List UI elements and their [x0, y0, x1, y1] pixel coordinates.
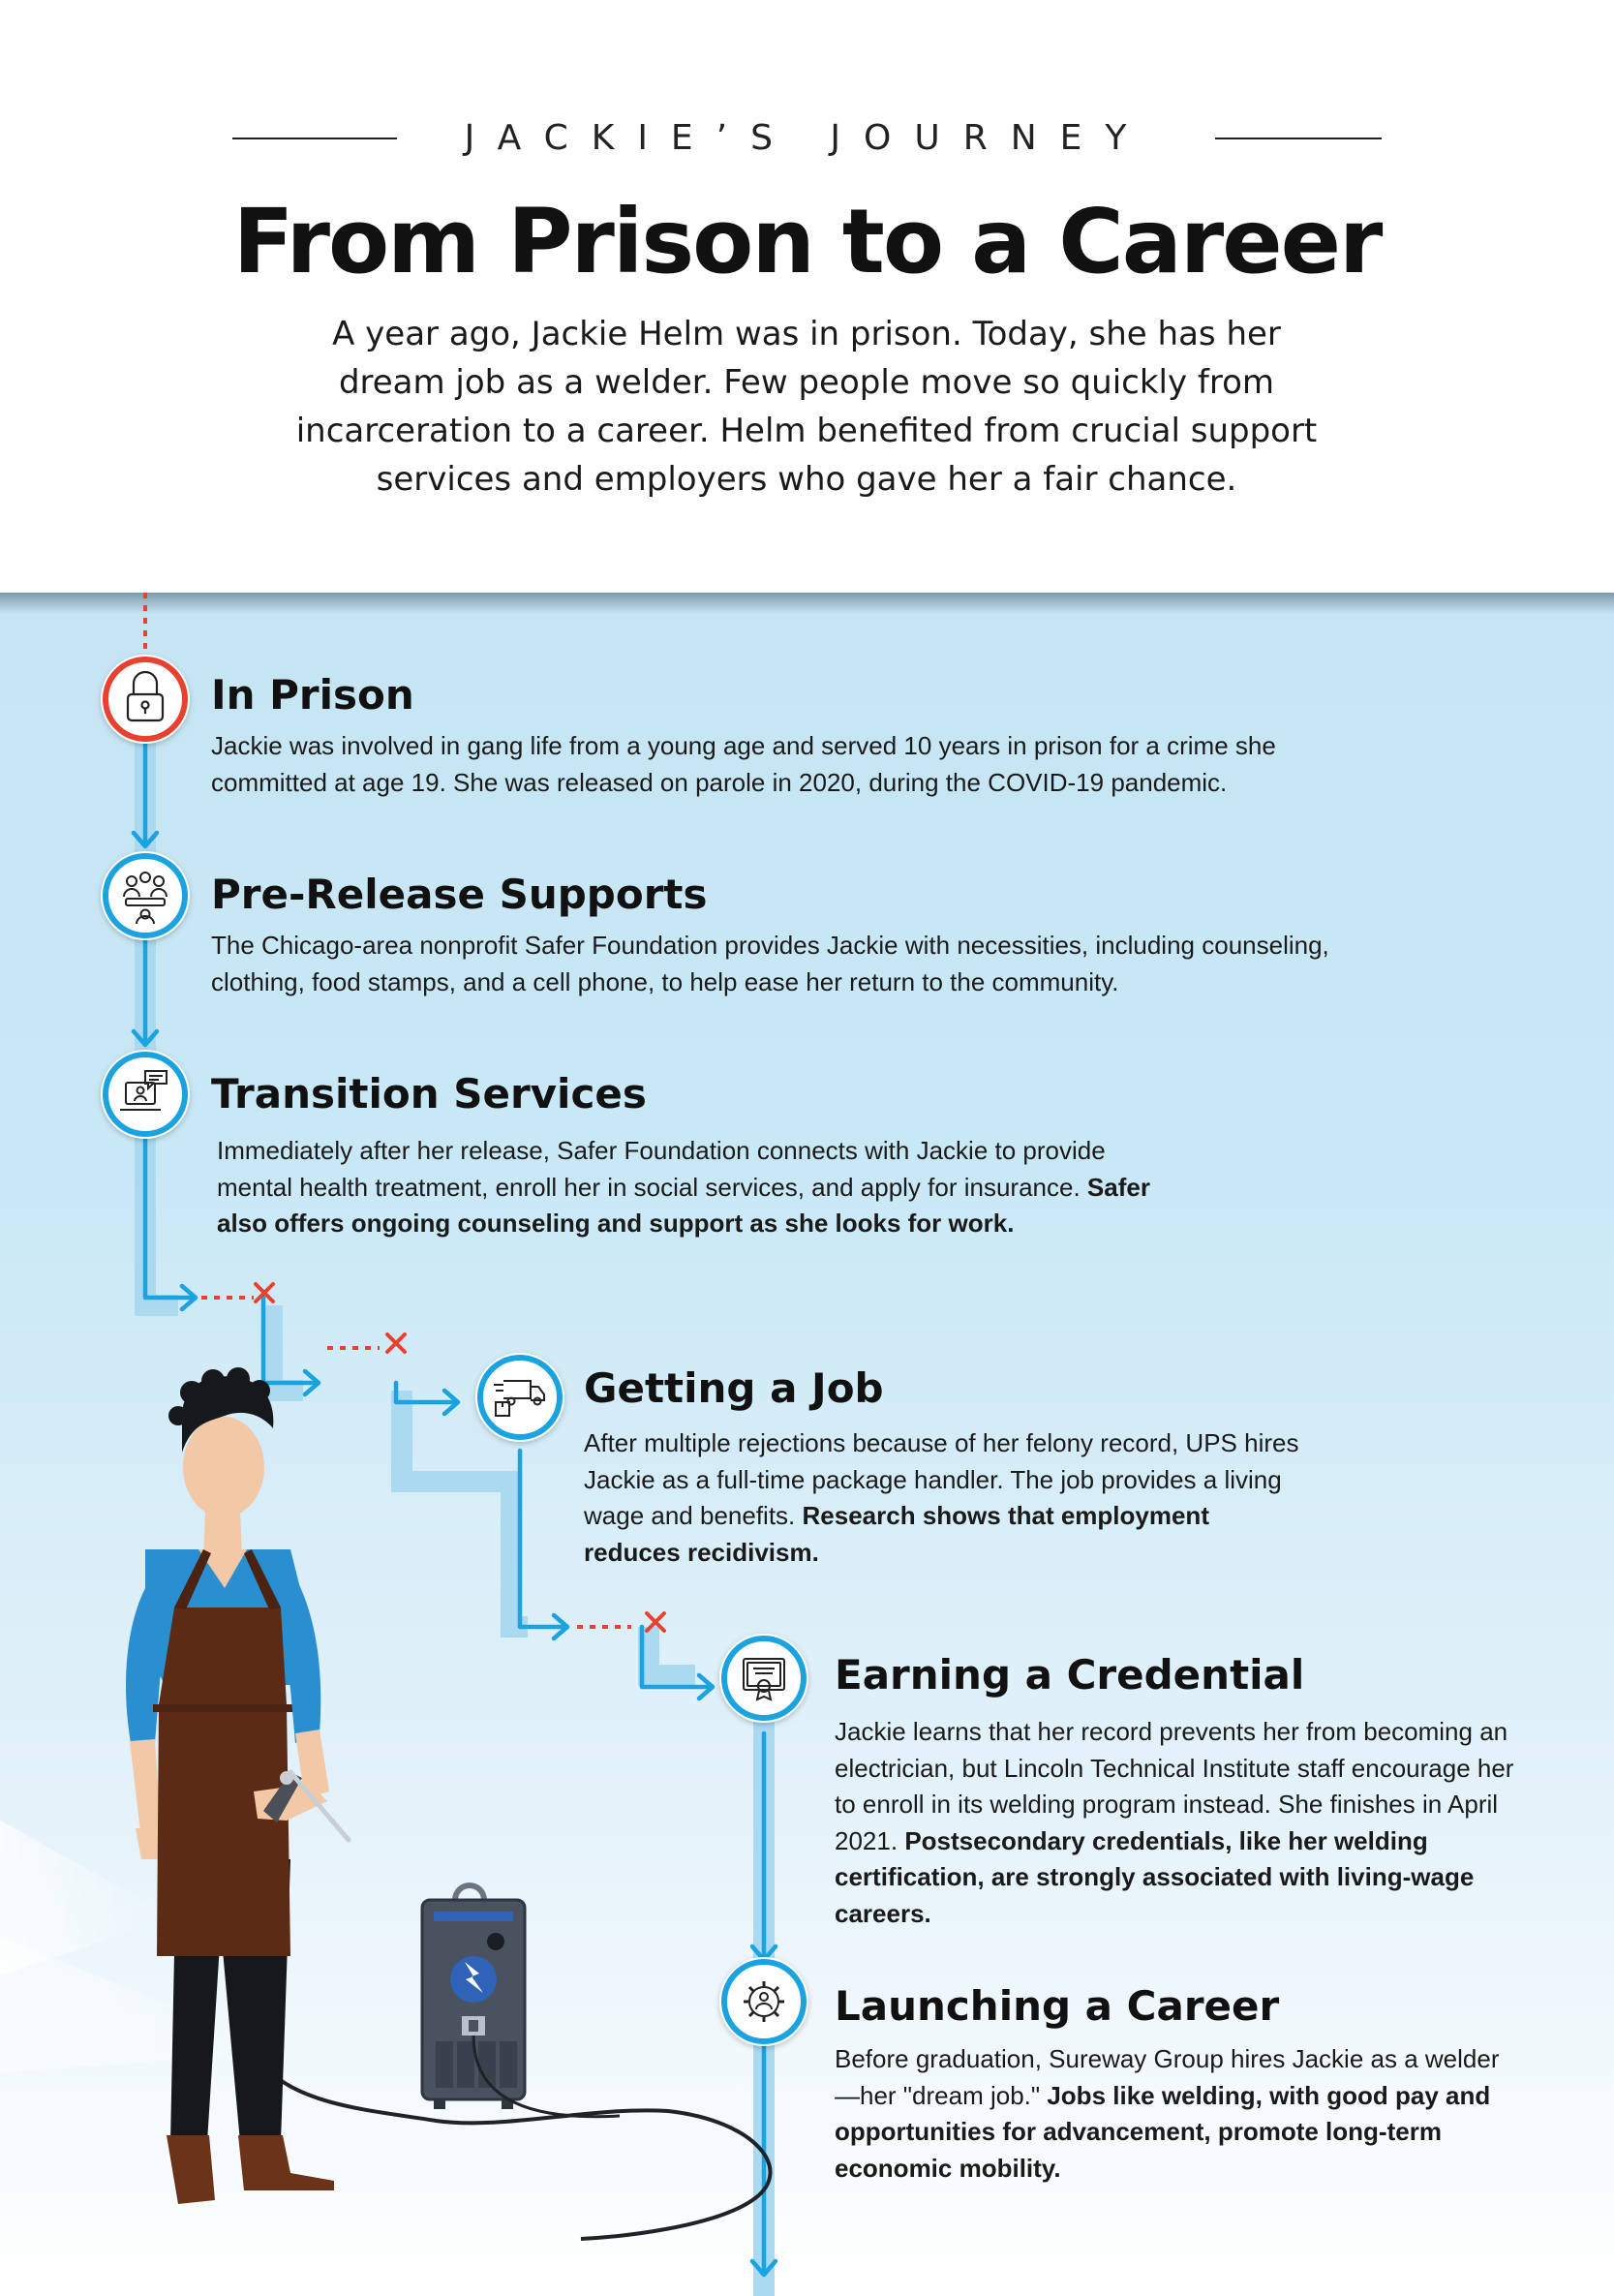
step-body-job-bold: Research shows that employment reduces r… — [584, 1501, 1209, 1567]
step-body-job: After multiple rejections because of her… — [584, 1425, 1300, 1571]
step-body-career-bold: Jobs like welding, with good pay and opp… — [835, 2080, 1491, 2183]
step-body-pre-release-text: The Chicago-area nonprofit Safer Foundat… — [211, 931, 1329, 996]
step-title-career: Launching a Career — [835, 1982, 1280, 2030]
step-body-transition-text: Immediately after her release, Safer Fou… — [217, 1136, 1106, 1202]
step-body-career: Before graduation, Sureway Group hires J… — [835, 2041, 1522, 2187]
step-title-job: Getting a Job — [584, 1364, 884, 1412]
step-body-transition-bold: Safer also offers ongoing counseling and… — [217, 1172, 1150, 1239]
path-arrowheads — [131, 830, 778, 2278]
step-body-pre-release: The Chicago-area nonprofit Safer Foundat… — [211, 928, 1354, 1000]
step-body-job-text: After multiple rejections because of her… — [584, 1428, 1299, 1530]
page-title: From Prison to a Career — [232, 190, 1384, 293]
step-title-prison: In Prison — [211, 671, 414, 719]
machine-cable — [472, 2035, 621, 2119]
gear-person-icon — [744, 1981, 784, 2022]
failed-attempt-2 — [327, 1332, 407, 1354]
welding-machine — [420, 1883, 527, 2109]
step-node-job — [475, 1353, 564, 1442]
step-node-credential — [719, 1634, 808, 1723]
failed-attempt-3 — [577, 1611, 666, 1633]
header: JACKIE’S JOURNEY From Prison to a Career… — [0, 0, 1614, 593]
welder-figure — [126, 1367, 351, 2204]
group-meeting-icon — [123, 872, 167, 925]
step-body-credential: Jackie learns that her record prevents h… — [835, 1714, 1522, 1932]
intro-paragraph: A year ago, Jackie Helm was in prison. T… — [295, 315, 1318, 499]
step-title-pre-release: Pre-Release Supports — [211, 871, 708, 918]
step-title-transition: Transition Services — [211, 1070, 647, 1117]
kicker-rule-right — [1215, 138, 1382, 139]
step-body-prison: Jackie was involved in gang life from a … — [211, 728, 1354, 801]
step-node-pre-release — [101, 851, 190, 940]
laptop-chat-icon — [120, 1070, 167, 1111]
padlock-icon — [126, 670, 165, 722]
delivery-truck-icon — [494, 1380, 545, 1417]
step-body-transition: Immediately after her release, Safer Fou… — [217, 1133, 1185, 1242]
light-streaks — [0, 1821, 290, 2072]
kicker: JACKIE’S JOURNEY — [464, 118, 1150, 158]
step-body-credential-bold: Postsecondary credentials, like her weld… — [835, 1825, 1475, 1928]
step-title-credential: Earning a Credential — [835, 1651, 1305, 1699]
step-node-prison — [101, 655, 190, 744]
failed-attempt-1 — [201, 1282, 275, 1303]
certificate-icon — [743, 1658, 785, 1701]
step-body-career-text: Before graduation, Sureway Group hires J… — [835, 2044, 1500, 2110]
step-body-prison-text: Jackie was involved in gang life from a … — [211, 731, 1276, 797]
kicker-rule-left — [232, 138, 397, 139]
step-body-credential-text: Jackie learns that her record prevents h… — [835, 1717, 1514, 1855]
step-node-career — [719, 1957, 808, 2046]
kicker-row: JACKIE’S JOURNEY — [0, 114, 1614, 163]
step-node-transition — [101, 1050, 190, 1139]
